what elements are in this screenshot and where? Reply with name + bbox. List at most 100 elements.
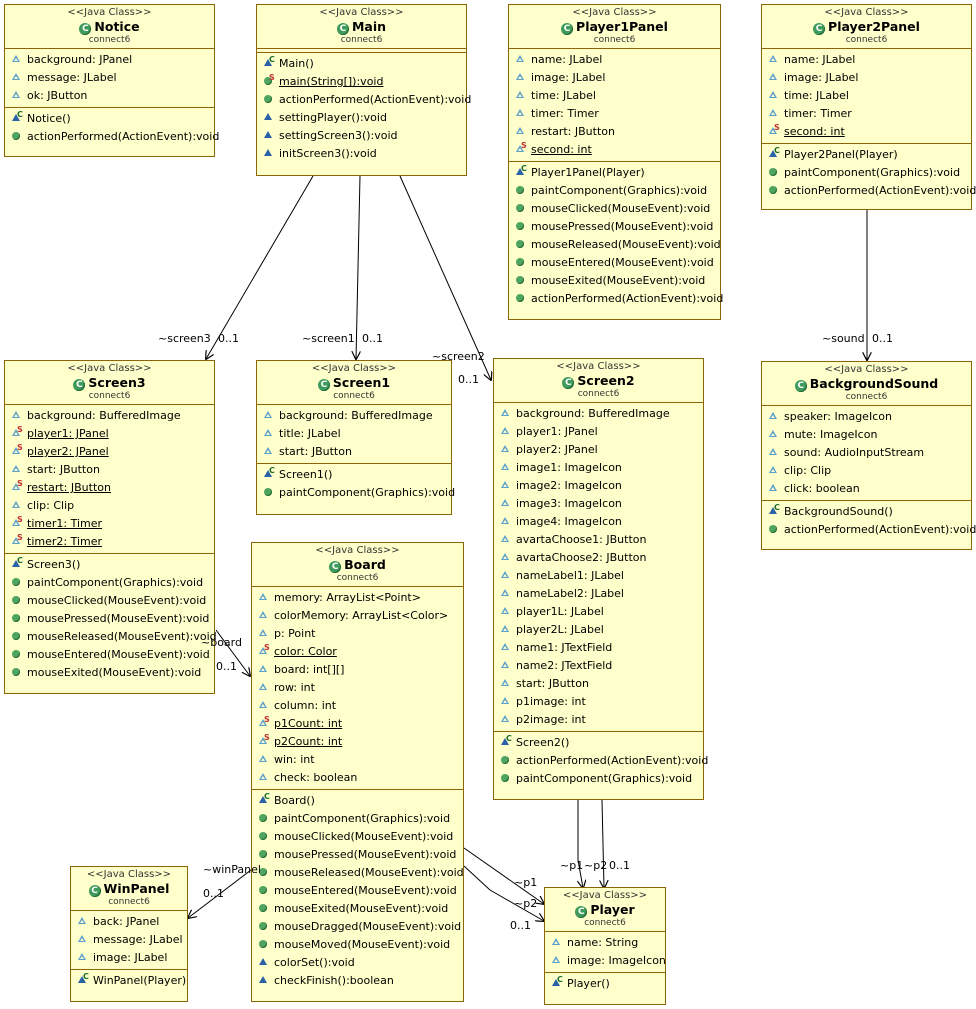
- field-row[interactable]: p: Point: [252, 625, 463, 643]
- field-row[interactable]: start: JButton: [494, 675, 703, 693]
- field-row[interactable]: clip: Clip: [5, 497, 214, 515]
- field-row[interactable]: board: int[][]: [252, 661, 463, 679]
- field-row[interactable]: name2: JTextField: [494, 657, 703, 675]
- field-row[interactable]: image: JLabel: [762, 69, 971, 87]
- field-row[interactable]: memory: ArrayList<Point>: [252, 589, 463, 607]
- field-row[interactable]: sound: AudioInputStream: [762, 444, 971, 462]
- field-row[interactable]: column: int: [252, 697, 463, 715]
- field-row[interactable]: time: JLabel: [509, 87, 720, 105]
- method-row[interactable]: paintComponent(Graphics):void: [252, 810, 463, 828]
- method-row[interactable]: paintComponent(Graphics):void: [509, 182, 720, 200]
- field-row[interactable]: title: JLabel: [257, 425, 451, 443]
- field-row[interactable]: p2image: int: [494, 711, 703, 729]
- field-row[interactable]: time: JLabel: [762, 87, 971, 105]
- field-row[interactable]: start: JButton: [257, 443, 451, 461]
- field-row[interactable]: avartaChoose1: JButton: [494, 531, 703, 549]
- field-row[interactable]: nameLabel1: JLabel: [494, 567, 703, 585]
- field-row[interactable]: colorMemory: ArrayList<Color>: [252, 607, 463, 625]
- field-row[interactable]: image: JLabel: [71, 949, 187, 967]
- field-row[interactable]: name: JLabel: [509, 51, 720, 69]
- method-row[interactable]: initScreen3():void: [257, 145, 466, 163]
- method-row[interactable]: paintComponent(Graphics):void: [257, 484, 455, 502]
- method-row[interactable]: actionPerformed(ActionEvent):void: [5, 128, 219, 146]
- field-row[interactable]: name: String: [545, 934, 665, 952]
- field-row[interactable]: background: BufferedImage: [257, 407, 451, 425]
- field-row[interactable]: image2: ImageIcon: [494, 477, 703, 495]
- field-row[interactable]: player2: JPanel: [494, 441, 703, 459]
- method-row[interactable]: actionPerformed(ActionEvent):void: [509, 290, 723, 308]
- method-row[interactable]: mouseReleased(MouseEvent):void: [509, 236, 721, 254]
- method-row[interactable]: colorSet():void: [252, 954, 463, 972]
- method-row[interactable]: mousePressed(MouseEvent):void: [5, 610, 214, 628]
- field-row[interactable]: timer: Timer: [762, 105, 971, 123]
- field-row[interactable]: row: int: [252, 679, 463, 697]
- method-row[interactable]: paintComponent(Graphics):void: [494, 770, 703, 788]
- field-row[interactable]: mute: ImageIcon: [762, 426, 971, 444]
- field-row[interactable]: avartaChoose2: JButton: [494, 549, 703, 567]
- field-row[interactable]: player1L: JLabel: [494, 603, 703, 621]
- method-row[interactable]: settingPlayer():void: [257, 109, 466, 127]
- method-row[interactable]: mouseExited(MouseEvent):void: [252, 900, 463, 918]
- field-row[interactable]: check: boolean: [252, 769, 463, 787]
- field-row[interactable]: back: JPanel: [71, 913, 187, 931]
- field-row[interactable]: start: JButton: [5, 461, 214, 479]
- field-row[interactable]: win: int: [252, 751, 463, 769]
- method-row[interactable]: actionPerformed(ActionEvent):void: [257, 91, 471, 109]
- method-row[interactable]: mouseDragged(MouseEvent):void: [252, 918, 463, 936]
- field-row[interactable]: restart: JButton: [509, 123, 720, 141]
- method-row[interactable]: settingScreen3():void: [257, 127, 466, 145]
- field-row[interactable]: image: ImageIcon: [545, 952, 666, 970]
- method-row[interactable]: paintComponent(Graphics):void: [762, 164, 971, 182]
- method-row[interactable]: mouseMoved(MouseEvent):void: [252, 936, 463, 954]
- field-row[interactable]: image: JLabel: [509, 69, 720, 87]
- method-row[interactable]: actionPerformed(ActionEvent):void: [494, 752, 708, 770]
- method-row[interactable]: mouseExited(MouseEvent):void: [5, 664, 214, 682]
- method-row[interactable]: mousePressed(MouseEvent):void: [252, 846, 463, 864]
- field-row[interactable]: p1image: int: [494, 693, 703, 711]
- field-row[interactable]: image1: ImageIcon: [494, 459, 703, 477]
- method-row[interactable]: mousePressed(MouseEvent):void: [509, 218, 720, 236]
- field-row[interactable]: image4: ImageIcon: [494, 513, 703, 531]
- field-row[interactable]: player2L: JLabel: [494, 621, 703, 639]
- method-row[interactable]: checkFinish():boolean: [252, 972, 463, 990]
- field-row[interactable]: image3: ImageIcon: [494, 495, 703, 513]
- method-row[interactable]: mouseReleased(MouseEvent):void: [252, 864, 464, 882]
- field-row[interactable]: background: BufferedImage: [5, 407, 214, 425]
- field-row[interactable]: message: JLabel: [5, 69, 214, 87]
- field-row[interactable]: nameLabel2: JLabel: [494, 585, 703, 603]
- field-row[interactable]: name1: JTextField: [494, 639, 703, 657]
- method-row[interactable]: mouseReleased(MouseEvent):void: [5, 628, 217, 646]
- field-row[interactable]: player1: JPanel: [494, 423, 703, 441]
- method-row[interactable]: mouseEntered(MouseEvent):void: [5, 646, 214, 664]
